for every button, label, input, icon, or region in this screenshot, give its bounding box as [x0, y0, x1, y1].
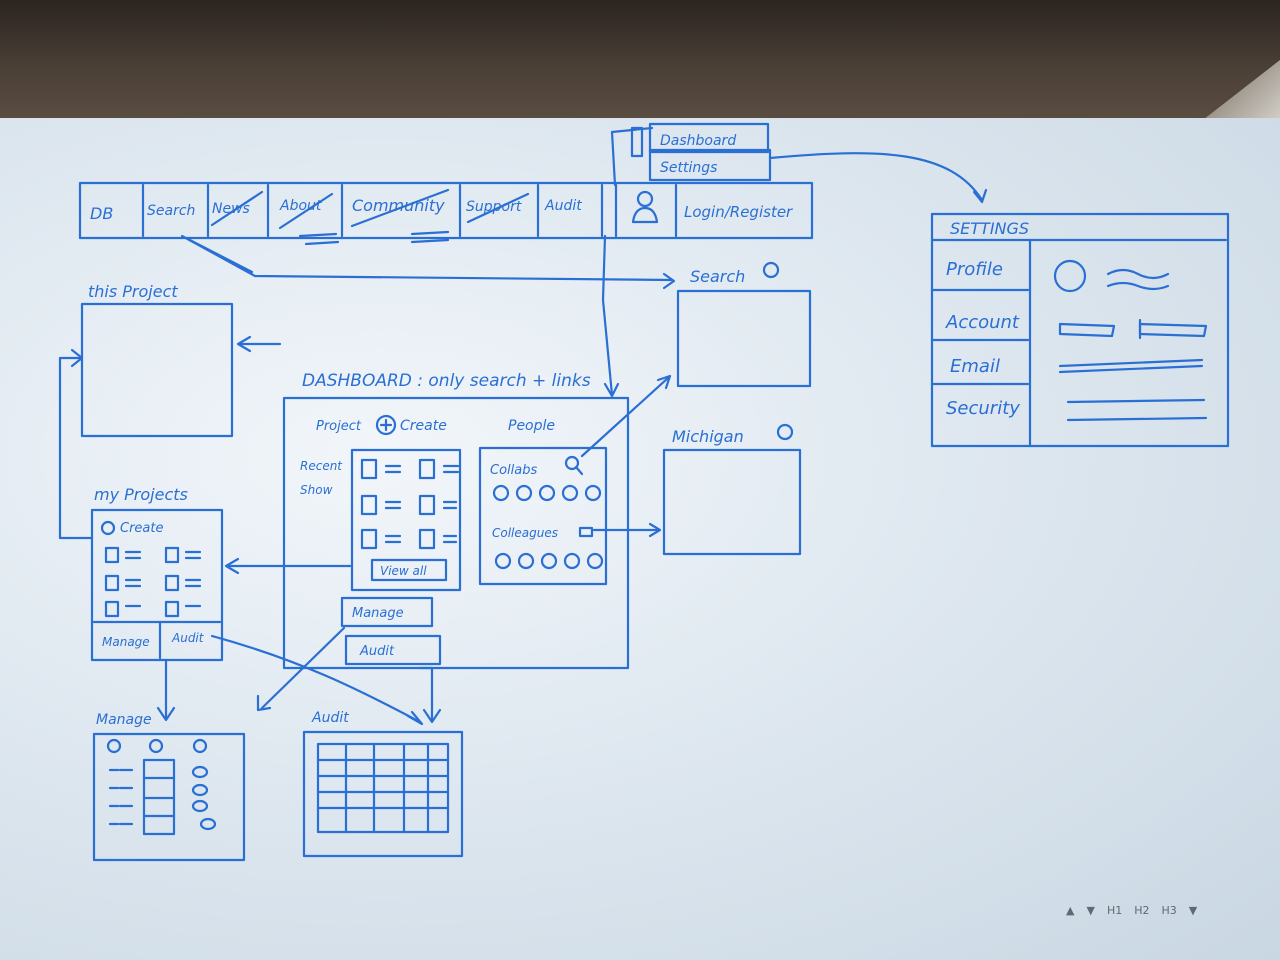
audit-panel-sketch: Audit: [302, 710, 464, 858]
login-register-link[interactable]: Login/Register: [684, 203, 793, 221]
michigan-panel-title: Michigan: [672, 427, 744, 446]
dropdown-dashboard[interactable]: [648, 122, 770, 154]
people-box: [478, 446, 608, 586]
user-icon[interactable]: [631, 190, 659, 224]
search-panel-sketch: Search: [676, 261, 812, 388]
my-project-thumbnails: [104, 546, 202, 618]
navbar-sketch: DB Search News About Community Support A…: [78, 181, 814, 246]
nav-item-news[interactable]: News: [212, 201, 250, 217]
search-icon[interactable]: [564, 455, 580, 471]
slide-nav: ▲ ▼ H1 H2 H3 ▼: [1066, 900, 1197, 920]
settings-tab-email[interactable]: Email: [950, 356, 1000, 377]
settings-panel-sketch: SETTINGS Profile Account Email Security: [930, 212, 1230, 448]
settings-frame: [930, 212, 1230, 448]
down-arrow-icon[interactable]: ▼: [1086, 903, 1095, 917]
this-project-panel-sketch: this Project: [58, 282, 282, 540]
dashboard-manage-button[interactable]: [340, 596, 434, 628]
project-thumbnails: [360, 458, 460, 550]
down-arrow-icon[interactable]: ▼: [1188, 903, 1198, 917]
nav-item-support[interactable]: Support: [466, 199, 522, 215]
h3-button[interactable]: H3: [1161, 903, 1177, 917]
recent-projects-box: [350, 448, 462, 592]
dashboard-title: DASHBOARD : only search + links: [302, 371, 591, 391]
collab-avatars: [492, 484, 602, 502]
manage-panel-frame: [92, 732, 246, 862]
dashboard-manage-label: Manage: [352, 606, 404, 621]
input-placeholder: [1058, 322, 1116, 338]
dropdown-icon[interactable]: [578, 526, 594, 538]
dropdown-dashboard-label: Dashboard: [660, 133, 736, 149]
plus-icon[interactable]: [375, 414, 397, 436]
manage-panel-title: Manage: [96, 712, 152, 728]
search-panel-frame: [676, 289, 812, 388]
settings-tab-account[interactable]: Account: [945, 312, 1020, 333]
h2-button[interactable]: H2: [1134, 903, 1150, 917]
my-projects-frame: [90, 508, 224, 662]
plus-icon[interactable]: [100, 520, 116, 536]
nav-item-audit[interactable]: Audit: [544, 198, 582, 214]
my-projects-title: my Projects: [94, 485, 188, 504]
dashboard-audit-button[interactable]: [344, 634, 442, 666]
nav-item-about[interactable]: About: [279, 198, 322, 214]
people-label: People: [508, 418, 555, 434]
this-project-title: this Project: [88, 282, 178, 301]
settings-tab-security[interactable]: Security: [946, 398, 1020, 419]
search-link-sketch: [180, 234, 676, 290]
wall-background: [0, 0, 1280, 120]
avatar-placeholder: [1053, 259, 1087, 293]
navbar-frame: [78, 181, 814, 240]
nav-item-db[interactable]: DB: [90, 204, 113, 223]
dashboard-frame: [282, 396, 630, 670]
circle-icon: [776, 423, 794, 441]
dashboard-recent-label: Recent: [300, 459, 343, 473]
search-panel-title: Search: [690, 267, 745, 286]
michigan-panel-sketch: Michigan: [662, 423, 802, 556]
this-project-frame: [80, 302, 234, 438]
dropdown-settings-label: Settings: [660, 160, 717, 176]
my-projects-audit[interactable]: Audit: [171, 631, 205, 645]
dashboard-show-label: Show: [300, 483, 333, 497]
manage-panel-sketch: Manage: [92, 712, 246, 862]
user-dropdown-sketch: Dashboard Settings: [601, 122, 988, 398]
circle-icon: [762, 261, 780, 279]
colleague-avatars: [494, 552, 604, 570]
colleagues-label: Colleagues: [492, 526, 558, 540]
dashboard-create-link[interactable]: Create: [400, 418, 447, 434]
collabs-label: Collabs: [490, 463, 537, 478]
view-all-button[interactable]: [370, 558, 448, 582]
michigan-panel-frame: [662, 448, 802, 556]
nav-item-search[interactable]: Search: [147, 203, 195, 219]
my-projects-create[interactable]: Create: [120, 521, 163, 536]
audit-table: [316, 742, 450, 834]
up-arrow-icon[interactable]: ▲: [1066, 903, 1075, 917]
my-projects-sketch: my Projects Create Manage Audit: [90, 485, 424, 726]
dropdown-settings[interactable]: [648, 148, 772, 182]
dashboard-sketch: DASHBOARD : only search + links Project …: [224, 371, 672, 724]
view-all-label: View all: [380, 564, 427, 578]
dashboard-projects-label: Project: [316, 419, 362, 434]
audit-panel-title: Audit: [311, 710, 349, 726]
my-projects-manage[interactable]: Manage: [102, 635, 150, 649]
settings-title: SETTINGS: [950, 219, 1029, 238]
dashboard-audit-label: Audit: [359, 644, 395, 659]
nav-item-community[interactable]: Community: [352, 196, 445, 215]
settings-tab-profile[interactable]: Profile: [946, 259, 1003, 280]
audit-panel-frame: [302, 730, 464, 858]
h1-button[interactable]: H1: [1106, 903, 1123, 917]
